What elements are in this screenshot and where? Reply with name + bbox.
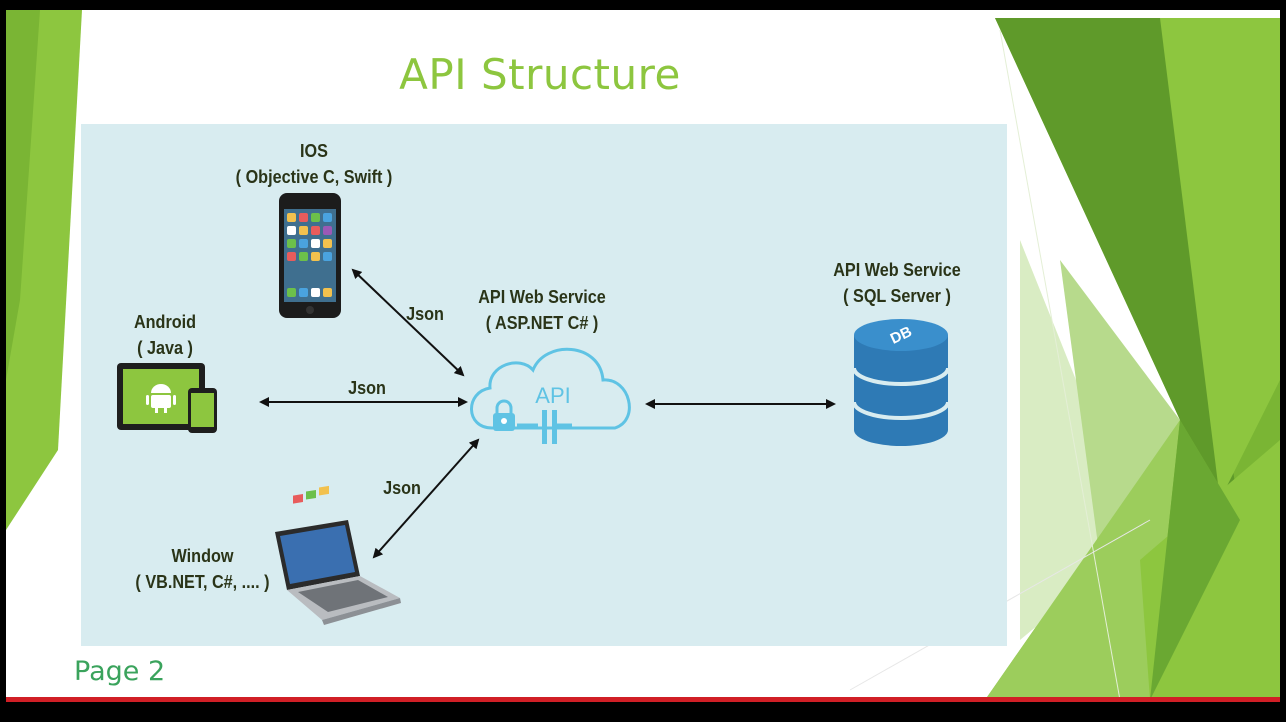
android-tech: ( Java ) [137, 338, 193, 358]
ios-label: IOS ( Objective C, Swift ) [233, 138, 395, 190]
json-label-android: Json [348, 378, 386, 398]
json-label-ios: Json [406, 304, 444, 324]
ios-name: IOS [300, 141, 328, 161]
json-label-window: Json [383, 478, 421, 498]
android-name: Android [133, 312, 197, 332]
ios-tech: ( Objective C, Swift ) [235, 167, 393, 187]
api-service-name: API Web Service [478, 287, 606, 307]
slide-title: API Structure [399, 50, 681, 99]
window-tech: ( VB.NET, C#, .... ) [135, 572, 270, 592]
db-service-label: API Web Service ( SQL Server ) [816, 257, 978, 309]
window-name: Window [171, 546, 234, 566]
window-label: Window ( VB.NET, C#, .... ) [124, 543, 282, 595]
page-number: Page 2 [74, 656, 166, 687]
android-label: Android ( Java ) [102, 309, 228, 361]
api-service-label: API Web Service ( ASP.NET C# ) [461, 284, 623, 336]
api-service-tech: ( ASP.NET C# ) [485, 313, 599, 333]
db-service-name: API Web Service [833, 260, 961, 280]
db-service-tech: ( SQL Server ) [843, 286, 951, 306]
